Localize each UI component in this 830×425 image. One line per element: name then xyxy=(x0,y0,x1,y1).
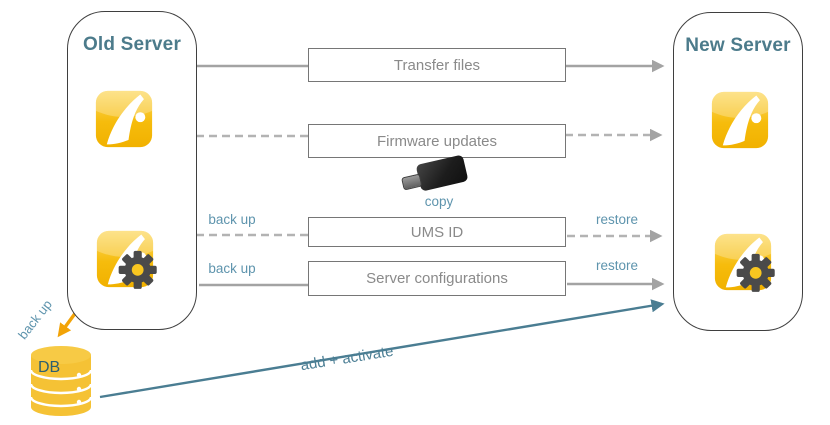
igel-ums-gear-icon-old xyxy=(96,230,157,289)
flow-box-label: UMS ID xyxy=(410,223,464,241)
igel-logo-swoosh xyxy=(106,94,144,145)
flow-box-transfer-files: Transfer files xyxy=(308,48,566,82)
flow-box-firmware-updates: Firmware updates xyxy=(308,124,566,158)
gear-glyph xyxy=(736,253,775,292)
flow-box-server-configurations: Server configurations xyxy=(308,261,566,296)
backup-label-server-config: back up xyxy=(208,261,256,276)
new-server-panel: New Server xyxy=(673,12,803,331)
igel-logo-swoosh xyxy=(722,95,760,146)
restore-label-ums-id: restore xyxy=(595,212,639,227)
usb-stick-body xyxy=(415,154,469,192)
database-icon xyxy=(28,344,94,420)
db-label: DB xyxy=(38,359,61,376)
restore-label-server-config: restore xyxy=(595,258,639,273)
flow-box-label: Server configurations xyxy=(366,270,508,287)
igel-logo-dot xyxy=(751,113,762,124)
add-activate-arrow xyxy=(99,299,665,399)
flow-box-ums-id: UMS ID xyxy=(308,217,566,247)
flow-box-label: Transfer files xyxy=(393,56,481,74)
new-server-title: New Server xyxy=(685,35,791,56)
gear-glyph xyxy=(118,250,157,289)
flow-box-label: Firmware updates xyxy=(376,132,498,150)
igel-ums-gear-icon-new xyxy=(714,233,775,292)
old-server-title: Old Server xyxy=(82,34,182,55)
copy-label: copy xyxy=(424,194,454,209)
igel-ums-icon-new xyxy=(711,91,769,149)
backup-label-ums-id: back up xyxy=(208,212,256,227)
usb-stick-connector xyxy=(401,173,423,191)
igel-logo-dot xyxy=(135,112,146,123)
igel-ums-icon-old xyxy=(95,90,153,148)
